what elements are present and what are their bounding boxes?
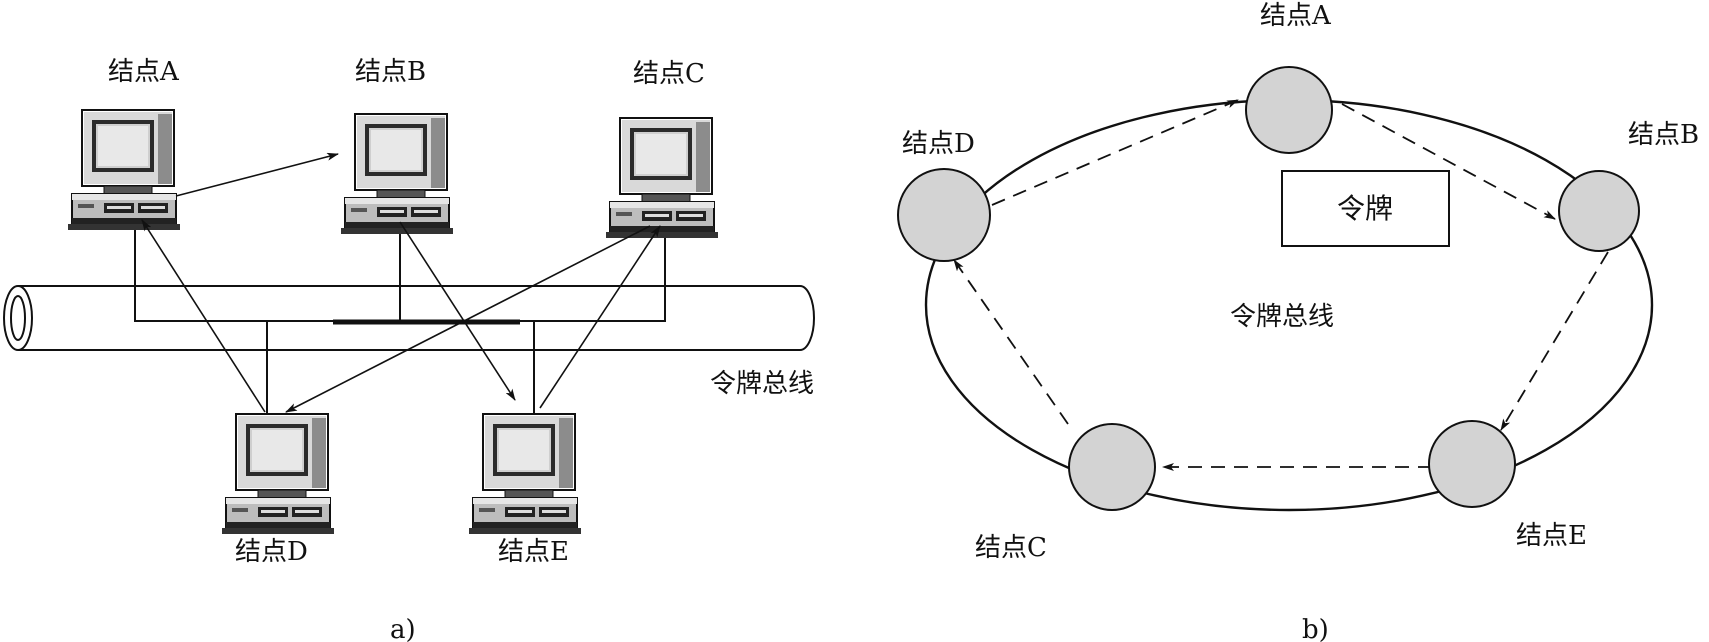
node-d-label: 结点D	[902, 129, 975, 159]
node-a-circle	[1245, 66, 1333, 154]
node-c-label: 结点C	[975, 533, 1047, 563]
arrow-c-to-d	[285, 225, 651, 413]
bus-wiring	[134, 210, 666, 416]
node-b-label: 结点B	[1628, 120, 1699, 150]
figure-b: 令牌 令牌总线 结点A 结点B 结点C 结点D 结点E b)	[897, 1, 1699, 642]
bus-label: 令牌总线	[710, 369, 814, 399]
token-arrows-a	[141, 152, 661, 413]
token-label: 令牌	[1337, 192, 1393, 225]
node-d-label: 结点D	[235, 537, 308, 567]
arrow-d-to-a	[141, 219, 266, 413]
node-d-circle	[897, 168, 991, 262]
ring-label: 令牌总线	[1230, 302, 1334, 332]
computer-b-icon	[340, 113, 454, 235]
figure-a: 结点A 结点B 结点C 结点D 结点E 令牌总线 a)	[3, 57, 815, 642]
token-arrows-b	[953, 99, 1609, 471]
caption-a: a)	[390, 615, 416, 642]
arrow-b-to-e	[1500, 251, 1609, 431]
node-e-label: 结点E	[1516, 521, 1587, 551]
arrow-d-to-a	[991, 99, 1239, 206]
arrow-a-to-b	[175, 152, 339, 197]
node-e-circle	[1428, 420, 1516, 508]
node-e-label: 结点E	[498, 537, 569, 567]
node-a-label: 结点A	[1260, 1, 1332, 31]
node-b-label: 结点B	[355, 57, 426, 87]
arrow-a-to-b	[1341, 103, 1556, 220]
node-a-label: 结点A	[108, 57, 180, 87]
computer-a-icon	[67, 109, 181, 231]
bus-cylinder	[3, 285, 815, 351]
computer-c-icon	[605, 117, 719, 239]
node-c-circle	[1068, 423, 1156, 511]
caption-b: b)	[1302, 615, 1329, 642]
computer-e-icon	[468, 413, 582, 535]
node-b-circle	[1558, 170, 1640, 252]
token-box	[1281, 170, 1450, 247]
arrow-b-to-e	[399, 221, 516, 401]
node-c-label: 结点C	[633, 59, 705, 89]
arrow-c-to-d	[953, 259, 1069, 425]
arrow-e-to-c	[539, 225, 661, 409]
computer-d-icon	[221, 413, 335, 535]
